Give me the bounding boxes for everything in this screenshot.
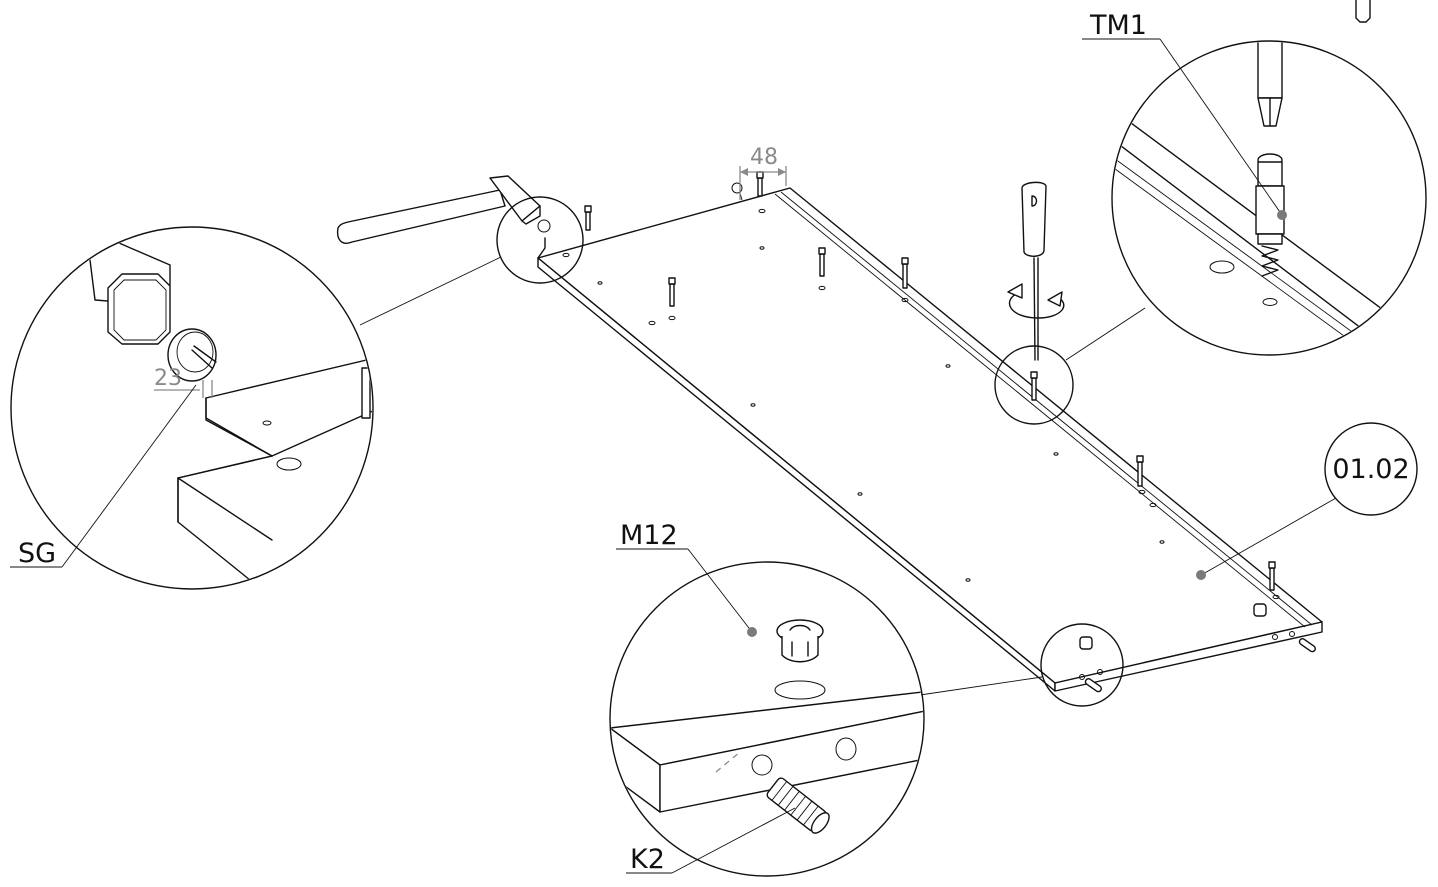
panel-01-02 <box>537 171 1323 693</box>
callout-tm1: TM1 <box>1089 10 1147 41</box>
callout-sg: SG <box>18 538 56 569</box>
part-number-label: 01.02 <box>1332 454 1409 485</box>
callout-k2: K2 <box>630 844 665 875</box>
zoom-marker-top-left <box>496 196 584 284</box>
detail-tm1: TM1 <box>1082 0 1427 356</box>
callout-m12: M12 <box>620 520 678 551</box>
cam-lock-icon <box>1253 603 1267 617</box>
panel-holes <box>562 208 1295 640</box>
screwdriver-icon <box>1007 181 1065 361</box>
dimension-label-23: 23 <box>154 366 182 391</box>
zoom-marker-corner <box>1040 623 1124 707</box>
hammer-icon <box>336 175 551 244</box>
detail-sg: 23 SG <box>10 226 374 590</box>
dimension-48: 48 <box>739 145 787 200</box>
part-number-callout: 01.02 <box>1196 422 1418 580</box>
panel-pins <box>584 171 1276 591</box>
dimension-label-48: 48 <box>750 145 778 170</box>
zoom-marker-screw <box>994 345 1074 425</box>
detail-m12-k2: M12 K2 <box>609 520 925 877</box>
